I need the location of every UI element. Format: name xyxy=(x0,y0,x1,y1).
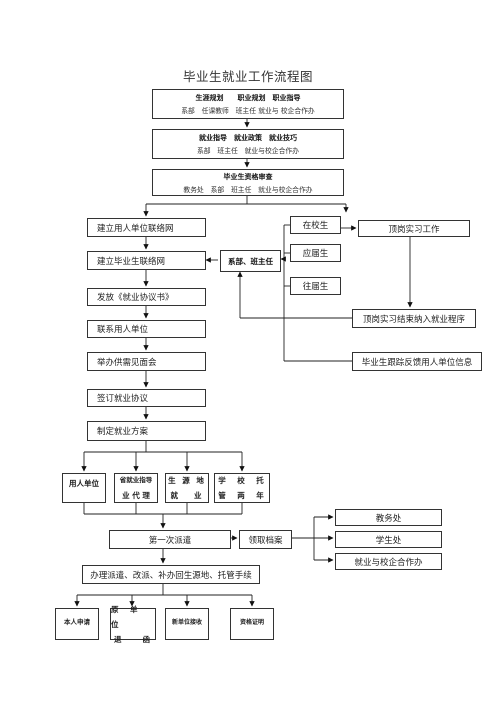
destination-agency-line2: 业 代 理 xyxy=(122,491,150,500)
final-original-unit: 原 单 位 退 函 xyxy=(110,605,156,644)
qualification-review-box: 毕业生资格审查 教务处 系部 班主任 就业与校企合作办 xyxy=(152,169,344,196)
career-planning-box: 生涯规划 职业规划 职业指导 系部 任课教师 班主任 就业与 校企合作办 xyxy=(152,89,344,119)
fresh-graduate-box: 应届生 xyxy=(290,244,341,262)
current-student-box: 在校生 xyxy=(290,216,341,234)
final-qualification-proof-label: 资格证明 xyxy=(239,619,264,626)
final-self-application-label: 本人申请 xyxy=(64,618,90,626)
department-teacher-box: 系部、班主任 xyxy=(220,250,281,272)
step-employment-plan: 制定就业方案 xyxy=(87,421,206,441)
final-qualification-proof: 资格证明 xyxy=(230,608,274,640)
destination-school-line2: 管 两 年 xyxy=(218,491,266,500)
internship-end-box: 顶岗实习结束纳入就业程序 xyxy=(352,309,476,328)
collect-files-box: 领取档案 xyxy=(239,530,292,549)
employment-guidance-sub: 系部 班主任 就业与校企合作办 xyxy=(197,147,299,155)
step-job-fair: 举办供需见面会 xyxy=(87,352,206,371)
final-new-unit-label: 新单位接收 xyxy=(171,619,202,626)
final-original-unit-line1: 原 单 位 xyxy=(111,604,149,629)
employment-guidance-box: 就业指导 就业政策 就业技巧 系部 班主任 就业与校企合作办 xyxy=(152,129,344,159)
first-dispatch-box: 第一次派遣 xyxy=(109,530,231,549)
destination-school-line1: 学 校 托 xyxy=(218,476,266,485)
step-graduate-network: 建立毕业生联络网 xyxy=(87,251,206,270)
qualification-review-sub: 教务处 系部 班主任 就业与校企合作办 xyxy=(183,185,313,194)
career-planning-sub: 系部 任课教师 班主任 就业与 校企合作办 xyxy=(181,107,315,115)
destination-employer-label: 用人单位 xyxy=(69,479,99,488)
page-title: 毕业生就业工作流程图 xyxy=(182,69,313,84)
destination-school-custody: 学 校 托 管 两 年 xyxy=(214,473,270,503)
destination-agency: 省就业指导 业 代 理 xyxy=(114,473,158,503)
past-graduate-box: 往届生 xyxy=(290,277,341,295)
destination-hometown: 生 源 地 就 业 xyxy=(165,473,209,503)
final-original-unit-line2: 退 函 xyxy=(114,634,152,644)
destination-hometown-line1: 生 源 地 xyxy=(168,476,206,485)
student-affairs-office: 学生处 xyxy=(335,531,442,548)
step-employer-network: 建立用人单位联络网 xyxy=(87,218,206,237)
tracking-feedback-box: 毕业生跟踪反馈用人单位信息 xyxy=(352,352,482,371)
destination-hometown-line2: 就 业 xyxy=(170,491,204,500)
step-sign-agreement: 签订就业协议 xyxy=(87,389,206,407)
academic-affairs-office: 教务处 xyxy=(335,509,442,526)
final-new-unit: 新单位接收 xyxy=(165,608,209,640)
employment-guidance-main: 就业指导 就业政策 就业技巧 xyxy=(199,134,297,142)
destination-agency-line1: 省就业指导 xyxy=(119,476,153,484)
destination-employer: 用人单位 xyxy=(62,473,106,503)
final-self-application: 本人申请 xyxy=(55,608,99,640)
employment-cooperation-office: 就业与校企合作办 xyxy=(335,553,442,570)
career-planning-main: 生涯规划 职业规划 职业指导 xyxy=(195,94,301,102)
procedures-box: 办理派遣、改派、补办回生源地、托管手续 xyxy=(82,565,260,584)
qualification-review-main: 毕业生资格审查 xyxy=(223,172,273,181)
step-contact-employers: 联系用人单位 xyxy=(87,320,206,338)
step-distribute-agreement: 发放《就业协议书》 xyxy=(87,288,206,306)
internship-box: 顶岗实习工作 xyxy=(358,220,470,237)
